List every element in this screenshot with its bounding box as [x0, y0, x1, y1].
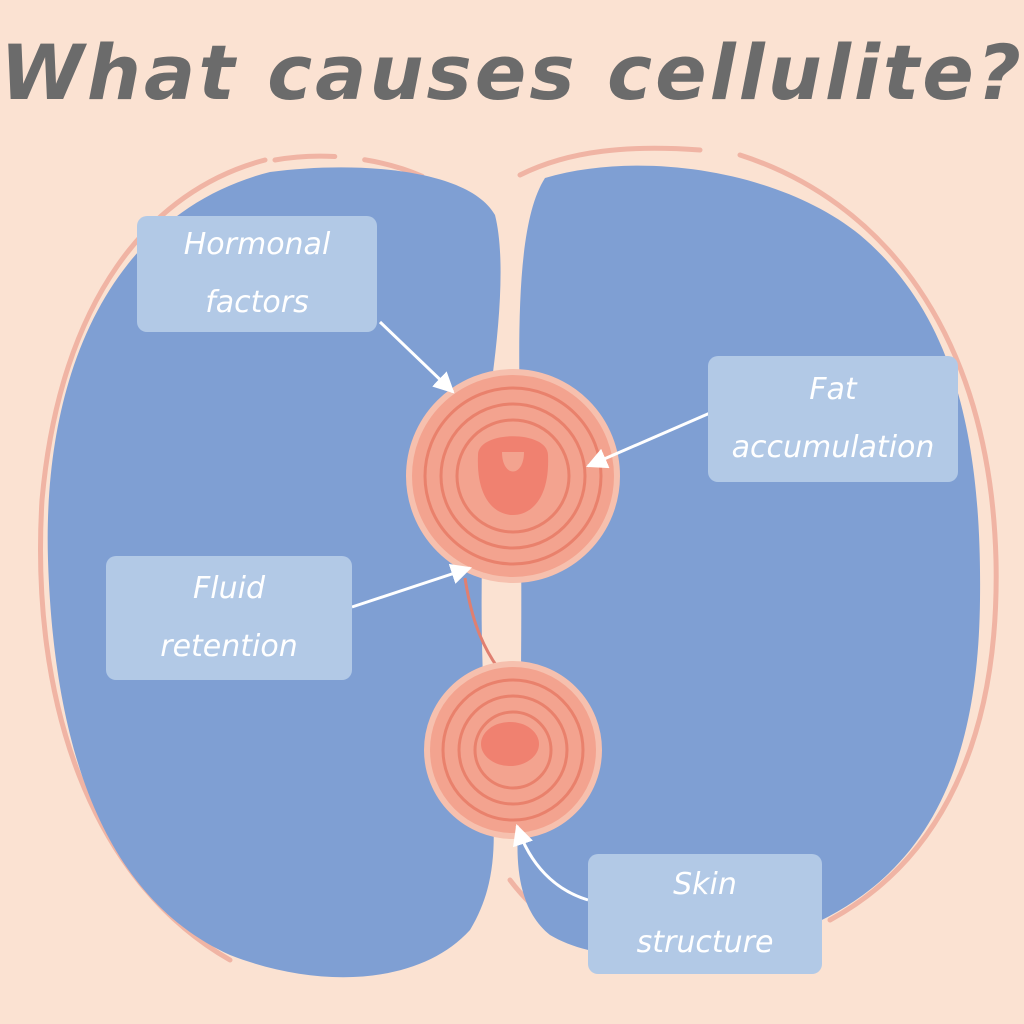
arrow-skin: [513, 824, 589, 902]
arrows: [351, 320, 711, 902]
label-fluid-line2: retention: [160, 629, 298, 664]
septa-fiber: [463, 577, 500, 669]
label-fat-line2: accumulation: [731, 430, 935, 465]
arrow-fat: [586, 411, 711, 469]
label-hormonal-line1: Hormonal: [183, 227, 331, 262]
fat-cell-lower: [424, 661, 602, 839]
label-fluid-retention: Fluid retention: [106, 556, 352, 680]
diagram-title: What causes cellulite?: [0, 28, 1024, 117]
label-fat-accumulation: Fat accumulation: [708, 356, 958, 482]
label-skin-structure: Skin structure: [588, 854, 822, 974]
label-fat-line1: Fat: [809, 372, 857, 407]
label-skin-line1: Skin: [673, 867, 737, 902]
label-hormonal-line2: factors: [205, 285, 309, 320]
label-fluid-line1: Fluid: [193, 571, 265, 606]
arrow-hormonal: [378, 320, 455, 394]
label-skin-line2: structure: [636, 925, 774, 960]
arrow-fluid: [351, 563, 472, 609]
right-fat-lobe: [517, 165, 981, 957]
label-hormonal-factors: Hormonal factors: [137, 216, 377, 332]
fat-cell-upper: [406, 369, 620, 583]
